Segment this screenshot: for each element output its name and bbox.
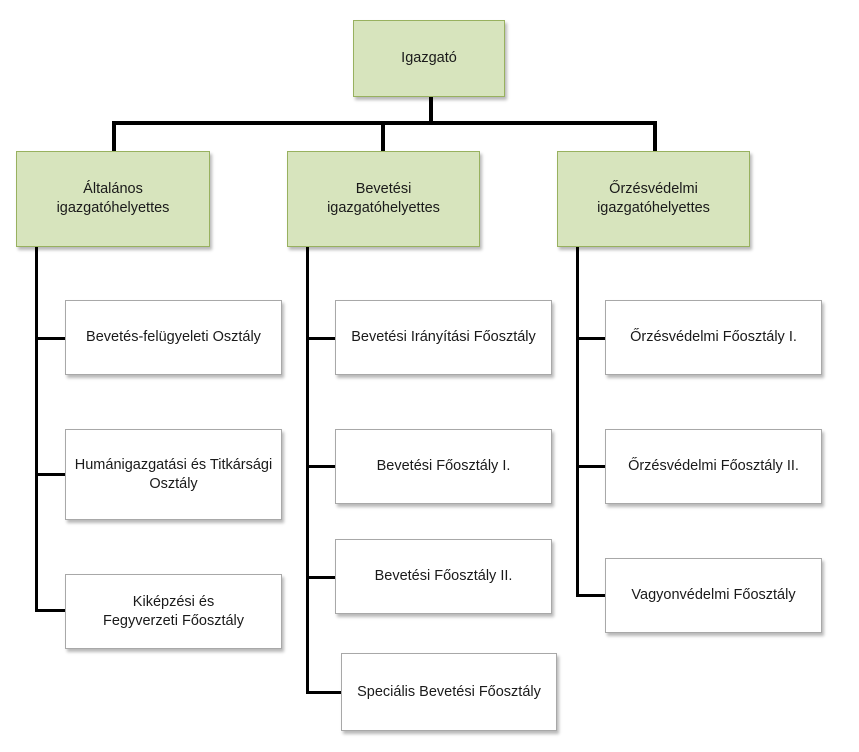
director-box: Igazgató bbox=[353, 20, 505, 97]
connector-col-2-branch-4 bbox=[306, 691, 342, 694]
connector-col-2-branch-1 bbox=[306, 337, 336, 340]
connector-col-3-vertical bbox=[576, 246, 579, 597]
connector-root-down bbox=[429, 97, 433, 125]
department-box: Bevetési Irányítási Főosztály bbox=[335, 300, 552, 375]
connector-col-3-branch-2 bbox=[576, 465, 606, 468]
connector-col-2-branch-2 bbox=[306, 465, 336, 468]
department-box: Őrzésvédelmi Főosztály I. bbox=[605, 300, 822, 375]
department-box: Humánigazgatási és Titkársági Osztály bbox=[65, 429, 282, 520]
director-label: Igazgató bbox=[401, 50, 457, 67]
deputy-box-operations: Bevetési igazgatóhelyettes bbox=[287, 151, 480, 247]
connector-col-1-branch-3 bbox=[35, 609, 66, 612]
connector-col-2-branch-3 bbox=[306, 576, 336, 579]
connector-col-3-branch-3 bbox=[576, 594, 606, 597]
department-label: Humánigazgatási és Titkársági Osztály bbox=[74, 456, 273, 492]
connector-col-1-branch-2 bbox=[35, 473, 66, 476]
department-label: Bevetés-felügyeleti Osztály bbox=[86, 329, 261, 346]
deputy-label-operations: Bevetési igazgatóhelyettes bbox=[327, 181, 440, 216]
department-box: Kiképzési és Fegyverzeti Főosztály bbox=[65, 574, 282, 649]
department-box: Bevetési Főosztály II. bbox=[335, 539, 552, 614]
department-label: Speciális Bevetési Főosztály bbox=[357, 683, 541, 700]
deputy-label-general: Általános igazgatóhelyettes bbox=[56, 181, 170, 216]
connector-col-3-branch-1 bbox=[576, 337, 606, 340]
connector-col-1-vertical bbox=[35, 246, 38, 612]
department-label: Bevetési Főosztály I. bbox=[376, 458, 511, 475]
deputy-box-security: Őrzésvédelmi igazgatóhelyettes bbox=[557, 151, 750, 247]
department-box: Bevetési Főosztály I. bbox=[335, 429, 552, 504]
deputy-box-general: Általános igazgatóhelyettes bbox=[16, 151, 210, 247]
connector-deputy-2-drop bbox=[381, 121, 385, 152]
deputy-label-security: Őrzésvédelmi igazgatóhelyettes bbox=[597, 181, 710, 216]
department-box: Vagyonvédelmi Főosztály bbox=[605, 558, 822, 633]
department-box: Speciális Bevetési Főosztály bbox=[341, 653, 557, 731]
department-label: Vagyonvédelmi Főosztály bbox=[631, 587, 796, 604]
department-label: Bevetési Főosztály II. bbox=[374, 568, 513, 585]
department-box: Bevetés-felügyeleti Osztály bbox=[65, 300, 282, 375]
department-box: Őrzésvédelmi Főosztály II. bbox=[605, 429, 822, 504]
department-label: Őrzésvédelmi Főosztály I. bbox=[630, 329, 797, 346]
connector-deputy-3-drop bbox=[653, 121, 657, 152]
department-label: Őrzésvédelmi Főosztály II. bbox=[628, 458, 799, 475]
connector-col-2-vertical bbox=[306, 246, 309, 694]
connector-deputy-1-drop bbox=[112, 121, 116, 152]
connector-col-1-branch-1 bbox=[35, 337, 66, 340]
department-label: Bevetési Irányítási Főosztály bbox=[351, 329, 536, 346]
department-label: Kiképzési és Fegyverzeti Főosztály bbox=[102, 593, 245, 629]
